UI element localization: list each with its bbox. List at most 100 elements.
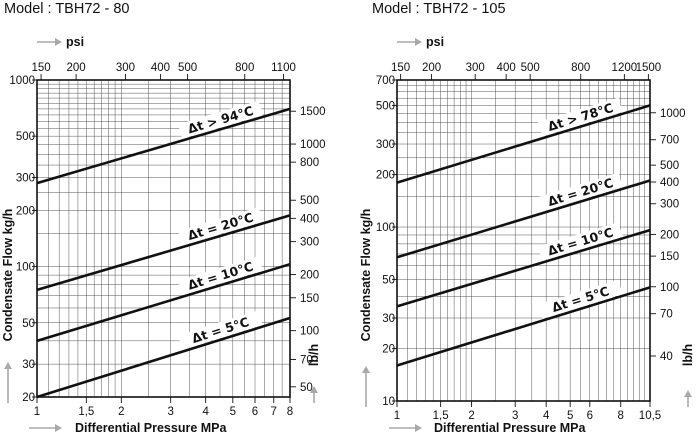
series-label-background xyxy=(178,310,263,350)
series-label-background xyxy=(178,256,263,295)
series-line xyxy=(396,179,651,259)
psi-tick-label: 400 xyxy=(151,62,170,74)
series-label-background xyxy=(538,222,623,261)
x-gridlines xyxy=(36,80,291,397)
lbh-tick-label: 100 xyxy=(660,282,679,294)
lbh-tick-label: 50 xyxy=(300,382,313,394)
x-tick-label: 5 xyxy=(567,410,573,422)
psi-label: psi xyxy=(426,35,444,49)
series-lines: Δt > 94°CΔt = 20°CΔt = 10°CΔt = 5°C xyxy=(36,100,291,399)
y-arrowhead-icon xyxy=(362,366,370,373)
psi-arrowhead-icon xyxy=(55,38,62,46)
x-axis-label: Differential Pressure MPa xyxy=(75,421,227,435)
y-tick-label: 300 xyxy=(376,139,395,151)
psi-tick-label: 1100 xyxy=(271,62,296,74)
lbh-tick-label: 1000 xyxy=(300,139,326,151)
x-tick-label: 2 xyxy=(118,406,124,418)
chart-title: Model : TBH72 - 105 xyxy=(372,1,506,17)
x-axis-title: Differential Pressure MPa xyxy=(389,421,586,435)
y-tick-label: 20 xyxy=(382,344,395,356)
series-label-background xyxy=(538,279,623,319)
lbh-tick-label: 300 xyxy=(660,199,679,211)
x-tick-label: 3 xyxy=(512,410,518,422)
y-tick-label: 50 xyxy=(382,274,395,286)
lbh-tick-label: 100 xyxy=(300,326,319,338)
psi-axis-title: psi xyxy=(37,35,84,49)
series-label-background xyxy=(178,100,263,139)
y-tick-label: 10 xyxy=(382,396,395,408)
x-arrowhead-icon xyxy=(415,424,422,432)
lbh-tick-label: 200 xyxy=(300,269,319,281)
lbh-tick-label: 150 xyxy=(300,293,319,305)
lbh-axis-title: lb/h xyxy=(681,344,695,407)
y-tick-label: 1000 xyxy=(9,75,35,87)
series-label-background xyxy=(538,97,623,137)
x-tick-label: 4 xyxy=(202,406,209,418)
x-axis-title: Differential Pressure MPa xyxy=(29,421,227,435)
x-tick-label: 8 xyxy=(618,410,624,422)
lbh-tick-label: 500 xyxy=(300,195,319,207)
series-line xyxy=(396,104,651,184)
psi-tick-label: 300 xyxy=(466,62,485,74)
y-tick-label: 500 xyxy=(376,100,395,112)
lbh-tick-label: 400 xyxy=(660,177,679,189)
psi-tick-label: 300 xyxy=(116,62,135,74)
y-tick-label: 200 xyxy=(376,170,395,182)
series-line xyxy=(36,107,291,185)
series-label-background xyxy=(538,172,623,212)
psi-tick-label: 800 xyxy=(235,62,254,74)
series-label: Δt = 5°C xyxy=(190,314,251,346)
psi-tick-label: 1200 xyxy=(612,62,638,74)
x-tick-label: 3 xyxy=(167,406,173,418)
series-line xyxy=(36,214,291,292)
lbh-tick-label: 70 xyxy=(300,355,313,367)
y-tick-label: 700 xyxy=(376,75,395,87)
lbh-arrowhead-icon xyxy=(310,386,318,393)
lbh-axis-label: lb/h xyxy=(681,344,695,366)
x-tick-label: 1,5 xyxy=(78,406,94,418)
series-line xyxy=(36,262,291,343)
y-tick-label: 20 xyxy=(22,392,35,404)
y-arrowhead-icon xyxy=(4,362,12,369)
lbh-tick-label: 500 xyxy=(660,160,679,172)
series-line xyxy=(396,228,651,308)
lbh-tick-label: 40 xyxy=(660,351,673,363)
x-tick-label: 7 xyxy=(271,406,277,418)
lbh-tick-label: 1000 xyxy=(660,108,686,120)
y-tick-label: 50 xyxy=(22,318,35,330)
plot-frame xyxy=(396,79,651,402)
series-line xyxy=(396,286,651,367)
psi-arrowhead-icon xyxy=(415,38,422,46)
y-tick-label: 30 xyxy=(382,313,395,325)
x-tick-label: 10,5 xyxy=(639,410,661,422)
y-axis-title: Condensate Flow kg/h xyxy=(1,209,15,403)
y-tick-label: 200 xyxy=(16,205,35,217)
lbh-tick-label: 70 xyxy=(660,309,673,321)
x-tick-label: 8 xyxy=(287,406,293,418)
y-gridlines xyxy=(37,79,290,398)
psi-label: psi xyxy=(66,35,84,49)
chart-title: Model : TBH72 - 80 xyxy=(4,1,129,17)
x-tick-label: 2 xyxy=(468,410,474,422)
lbh-tick-label: 300 xyxy=(300,237,319,249)
y-tick-label: 500 xyxy=(16,131,35,143)
x-tick-label: 6 xyxy=(587,410,593,422)
lbh-axis-label: lb/h xyxy=(307,344,321,366)
psi-tick-label: 200 xyxy=(66,62,85,74)
psi-tick-label: 200 xyxy=(422,62,441,74)
lbh-tick-label: 1500 xyxy=(300,106,326,118)
psi-tick-label: 500 xyxy=(521,62,540,74)
x-tick-label: 1 xyxy=(34,406,40,418)
x-tick-label: 1 xyxy=(394,410,400,422)
series-label-background xyxy=(178,207,263,246)
psi-tick-label: 150 xyxy=(391,62,410,74)
